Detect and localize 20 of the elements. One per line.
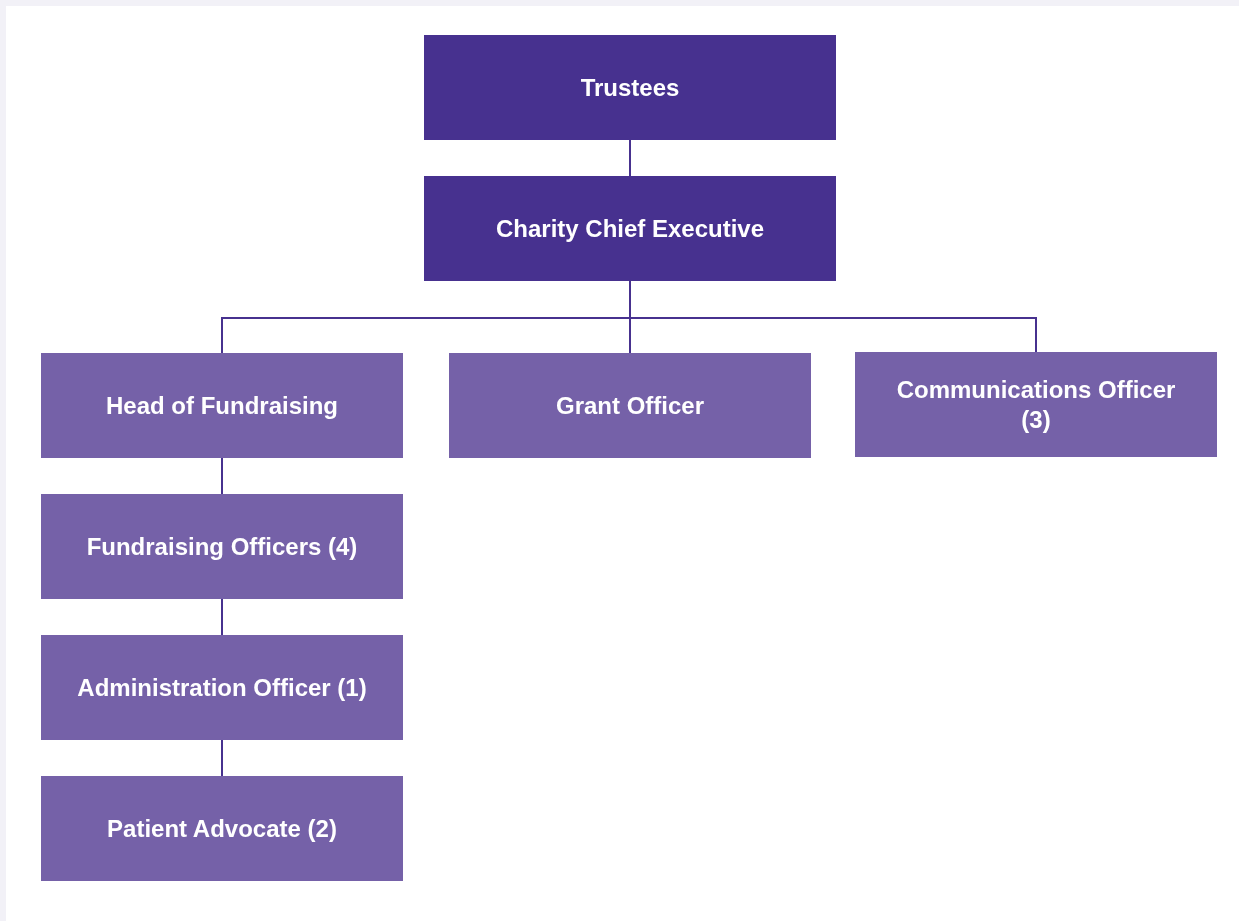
role-title: Grant Officer — [556, 390, 704, 421]
connector-line — [221, 457, 223, 495]
role-title: Trustees — [580, 72, 680, 103]
role-box — [424, 35, 836, 140]
role-box — [41, 353, 403, 458]
connector-line — [629, 139, 631, 177]
role-box — [424, 176, 836, 281]
role-box — [41, 494, 403, 599]
role-box — [855, 352, 1217, 457]
role-title: Patient Advocate (2) — [107, 813, 337, 844]
connector-line — [221, 739, 223, 777]
role-title: Head of Fundraising — [106, 390, 338, 421]
role-box — [449, 353, 811, 458]
role-box — [41, 776, 403, 881]
role-title: Administration Officer (1) — [77, 672, 367, 703]
role-title: Charity Chief Executive — [495, 213, 765, 244]
role-title: Communications Officer (3) — [895, 374, 1177, 435]
connector-line — [221, 598, 223, 636]
role-box — [41, 635, 403, 740]
role-title: Fundraising Officers (4) — [86, 531, 358, 562]
